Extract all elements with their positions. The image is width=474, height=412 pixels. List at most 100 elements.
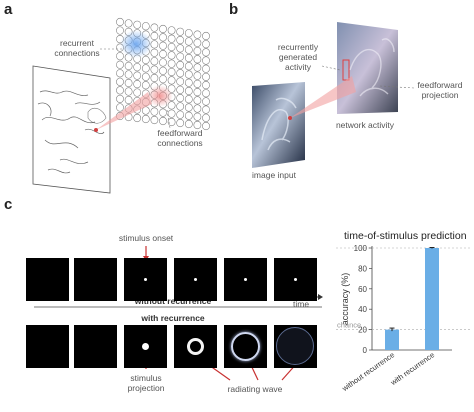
neuron-cell (150, 48, 159, 57)
without-recurrence-label: without recurrence (134, 296, 212, 306)
neuron-cell (193, 104, 202, 113)
recurrent-highlight-box (342, 59, 350, 81)
neuron-cell (193, 79, 202, 88)
frame-with-6 (274, 325, 317, 368)
neuron-cell (159, 66, 167, 75)
neuron-cell (150, 57, 159, 66)
frame-with-4 (174, 325, 217, 368)
neuron-cell (141, 81, 150, 90)
neuron-cell (184, 86, 193, 96)
network-activity-label: network activity (335, 120, 395, 130)
y-tick-label: 60 (358, 285, 367, 294)
neuron-cell (167, 76, 176, 85)
neuron-cell (167, 101, 176, 110)
neuron-cell (202, 97, 210, 106)
neuron-cell (116, 69, 124, 78)
feedforward-projection-label: feedforward projection (417, 80, 463, 100)
category-label-0: without recurrence (340, 350, 397, 393)
neuron-cell (141, 55, 150, 65)
neuron-cell (159, 75, 167, 84)
neuron-cell (176, 85, 185, 94)
stimulus-projection-label: stimulus projection (127, 373, 165, 393)
frame-without-3 (124, 258, 167, 301)
neuron-cell (159, 24, 167, 34)
neuron-cell (167, 26, 176, 35)
feedforward-beam-b (290, 76, 356, 118)
neuron-cell (202, 56, 210, 65)
neuron-cell (202, 48, 210, 57)
neuron-cell (141, 64, 150, 73)
panel-letter-c: c (4, 196, 13, 213)
neuron-cell (124, 19, 133, 28)
chance-label: chance (337, 321, 361, 330)
neuron-cell (159, 33, 167, 42)
y-tick-label: 80 (358, 264, 367, 273)
neuron-cell (116, 86, 124, 95)
neuron-cell (202, 113, 210, 122)
neuron-cell (193, 120, 202, 130)
frame-with-3 (124, 325, 167, 368)
neuron-cell (167, 34, 176, 43)
neuron-cell (184, 70, 193, 79)
chart-title: time-of-stimulus prediction (344, 230, 467, 242)
feedforward-beam-a (96, 92, 152, 130)
frame-with-1 (26, 325, 69, 368)
neuron-cell (193, 96, 202, 105)
neuron-cell (193, 38, 202, 47)
neuron-cell (193, 112, 202, 121)
neuron-cell (184, 78, 193, 87)
y-tick-label: 40 (358, 305, 367, 314)
neuron-cell (176, 36, 185, 45)
panel-letter-a: a (4, 1, 13, 18)
neuron-cell (184, 37, 193, 46)
neuron-cell (116, 17, 124, 27)
neuron-cell (167, 59, 176, 68)
neuron-cell (150, 23, 159, 32)
neuron-cell (124, 87, 133, 96)
neuron-cell (133, 63, 142, 72)
neuron-cell (184, 119, 193, 129)
neuron-cell (193, 63, 202, 72)
image-input-label: image input (252, 170, 296, 180)
neuron-cell (193, 55, 202, 64)
input-point-a (94, 128, 98, 132)
neuron-cell (167, 42, 176, 52)
frame-without-1 (26, 258, 69, 301)
neuron-cell (124, 95, 133, 105)
neuron-cell (141, 114, 150, 124)
neuron-cell (176, 94, 185, 103)
neuron-cell (202, 81, 210, 90)
time-label: time (293, 299, 310, 309)
neuron-cell (193, 30, 202, 39)
feedforward-connections-label: feedforward connections (157, 128, 203, 148)
frame-without-5 (224, 258, 267, 301)
recurrently-generated-label: recurrently generated activity (277, 42, 319, 72)
stimulus-onset-label: stimulus onset (118, 233, 174, 243)
category-label-1: with recurrence (388, 350, 436, 387)
neuron-cell (116, 94, 124, 103)
y-tick-label: 100 (354, 244, 368, 253)
neuron-cell (167, 109, 176, 118)
neuron-cell (150, 31, 159, 41)
neuron-cell (159, 50, 167, 59)
panel-letter-b: b (229, 1, 239, 18)
radiating-wave-label: radiating wave (227, 384, 283, 394)
neuron-cell (176, 52, 185, 61)
frame-without-4 (174, 258, 217, 301)
with-recurrence-label: with recurrence (141, 313, 205, 323)
neuron-cell (176, 118, 185, 128)
neuron-cell (133, 88, 142, 97)
input-point-b (288, 116, 292, 120)
neuron-cell (124, 61, 133, 71)
neuron-cell (116, 26, 124, 35)
image-input-sheet (252, 82, 305, 168)
neuron-cell (124, 78, 133, 88)
neuron-cell (176, 102, 185, 111)
neuron-cell (116, 103, 124, 112)
neuron-cell (167, 117, 176, 127)
neuron-cell (133, 80, 142, 89)
neuron-cell (176, 110, 185, 119)
bar-0 (385, 329, 399, 350)
neuron-cell (184, 29, 193, 38)
